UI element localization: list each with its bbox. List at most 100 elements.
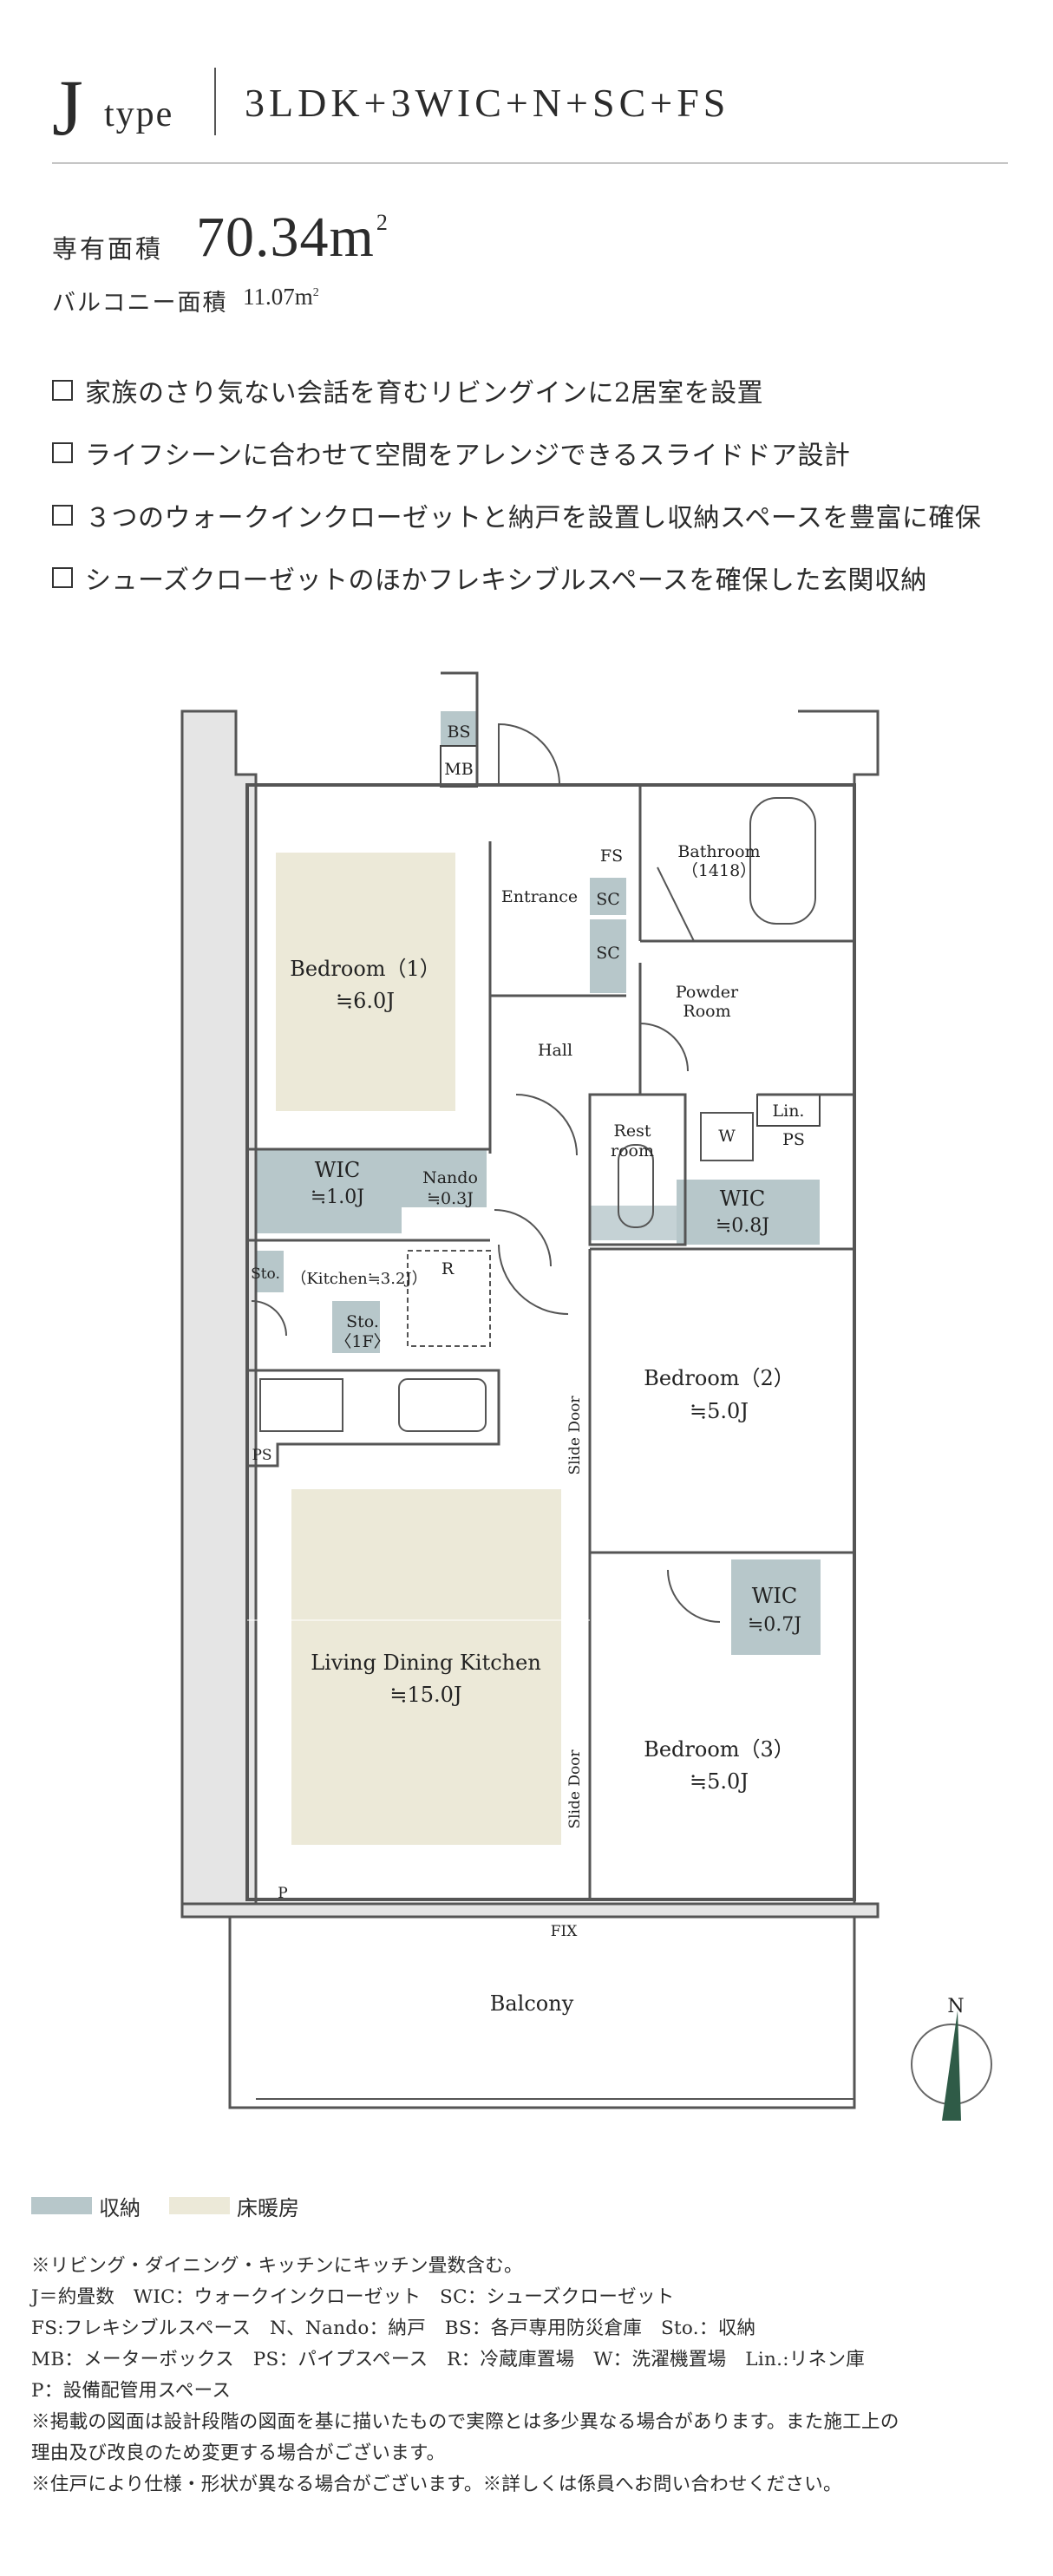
note-line: MB：メーターボックス PS：パイプスペース R：冷蔵庫置場 W：洗濯機置場 L…	[31, 2349, 866, 2370]
slide-door-1-label: Slide Door	[566, 1396, 584, 1475]
note-line: J＝約畳数 WIC：ウォークインクローゼット SC：シューズクローゼット	[31, 2286, 675, 2308]
powder-door	[639, 1023, 689, 1072]
feature-item: ３つのウォークインクローゼットと納戸を設置し収納スペースを豊富に確保	[52, 496, 981, 534]
doors	[251, 722, 721, 1873]
bedroom1-size: ≒6.0J	[336, 989, 395, 1013]
bedroom2-label: Bedroom（2）	[644, 1366, 795, 1390]
hall-label: Hall	[538, 1041, 572, 1060]
ldk-floor-heating	[291, 1489, 561, 1845]
north-arrow-icon	[942, 2010, 961, 2121]
wic3-label: WIC	[752, 1584, 798, 1608]
nando-size: ≒0.3J	[427, 1189, 474, 1208]
balcony-outline	[228, 1917, 856, 2109]
feature-item: 家族のさり気ない会話を育むリビングインに2居室を設置	[52, 371, 763, 409]
wic3-door	[667, 1569, 721, 1623]
rest-storage	[590, 1206, 677, 1240]
wic2-size: ≒0.8J	[716, 1215, 769, 1237]
sc-storage-1	[590, 878, 626, 915]
balcony-label: Balcony	[490, 1991, 574, 2016]
kitchen-door	[498, 1244, 569, 1315]
bathroom-size: （1418）	[682, 861, 756, 880]
legend-storage-swatch	[31, 2197, 92, 2214]
washer	[700, 1112, 754, 1161]
note-line: P：設備配管用スペース	[31, 2380, 232, 2402]
entrance-label: Entrance	[501, 887, 578, 906]
sto1f-storage	[332, 1301, 380, 1353]
bedroom3-size: ≒5.0J	[690, 1769, 749, 1794]
p-label: P	[278, 1885, 287, 1902]
area-label: 専有面積	[52, 234, 164, 264]
balcony-area-number: 11.07m	[243, 284, 313, 310]
note-line: ※リビング・ダイニング・キッチンにキッチン畳数含む。	[31, 2255, 523, 2277]
lin-storage	[756, 1094, 821, 1127]
entrance-door	[498, 722, 560, 786]
storage-areas	[247, 711, 821, 1655]
restroom-wall	[588, 1093, 687, 1246]
area-unit-sup: 2	[376, 210, 389, 235]
header-rule	[52, 162, 1008, 164]
toilet	[618, 1144, 654, 1228]
ldk-size: ≒15.0J	[389, 1683, 461, 1707]
room-labels: BS MB FS Entrance SC SC Bathroom （1418） …	[251, 722, 805, 2016]
checkbox-icon	[52, 505, 73, 526]
restroom-label: Rest	[614, 1121, 651, 1141]
sto1f-label: Sto.	[346, 1312, 379, 1331]
feature-item: ライフシーンに合わせて空間をアレンジできるスライドドア設計	[52, 434, 850, 472]
feature-text: シューズクローゼットのほかフレキシブルスペースを確保した玄関収納	[85, 566, 927, 596]
header-separator	[214, 68, 216, 135]
ldk-label: Living Dining Kitchen	[311, 1651, 541, 1675]
feature-item: シューズクローゼットのほかフレキシブルスペースを確保した玄関収納	[52, 559, 927, 597]
area-value: 70.34m2	[196, 205, 389, 271]
powder-label: Powder	[676, 983, 739, 1002]
slide-door-2-label: Slide Door	[566, 1749, 584, 1829]
restroom-label-2: room	[611, 1141, 654, 1161]
legend-floor-heating-swatch	[169, 2197, 230, 2214]
bathtub	[749, 797, 816, 925]
nando-label: Nando	[422, 1168, 478, 1187]
right-outer-wall	[798, 709, 880, 1906]
hall-door	[515, 1094, 578, 1156]
sc-storage-2	[590, 919, 626, 993]
nando-storage	[402, 1149, 487, 1207]
unit-outline	[245, 783, 856, 1901]
powder-label-2: Room	[683, 1002, 730, 1021]
fridge-space	[407, 1250, 491, 1347]
ps-label-left: PS	[252, 1447, 271, 1464]
wic1-storage	[247, 1149, 402, 1233]
sc-label-2: SC	[596, 944, 620, 963]
ps-label-top: PS	[782, 1130, 805, 1149]
walls	[180, 671, 880, 2109]
fix-label: FIX	[551, 1923, 579, 1940]
legend-floor-heating-label: 床暖房	[237, 2196, 299, 2220]
stove	[259, 1378, 343, 1432]
note-line: 理由及び改良のため変更する場合がございます。	[31, 2442, 446, 2464]
bathroom-door	[657, 866, 695, 942]
feature-text: 家族のさり気ない会話を育むリビングインに2居室を設置	[85, 378, 764, 409]
left-outer-wall	[180, 709, 258, 1906]
fs-label: FS	[600, 847, 623, 866]
floor-heating-areas	[276, 853, 561, 1845]
feature-text: ライフシーンに合わせて空間をアレンジできるスライドドア設計	[85, 441, 851, 471]
bathroom-label: Bathroom	[677, 842, 760, 861]
bedroom3-label: Bedroom（3）	[644, 1737, 795, 1762]
sink	[398, 1378, 487, 1432]
balcony-area-label: バルコニー面積	[52, 290, 228, 317]
sto-label: Sto.	[251, 1265, 280, 1283]
checkbox-icon	[52, 442, 73, 463]
fridge-label: R	[441, 1259, 455, 1278]
bs-wall	[441, 671, 479, 785]
washer-label: W	[718, 1127, 736, 1146]
balcony-wall	[180, 1902, 880, 1919]
wic3-storage	[731, 1559, 821, 1655]
checkbox-icon	[52, 567, 73, 588]
bs-label: BS	[448, 722, 471, 742]
balcony-area-value: 11.07m2	[243, 284, 319, 311]
note-line: ※掲載の図面は設計段階の図面を基に描いたもので実際とは多少異なる場合があります。…	[31, 2411, 899, 2433]
legend-storage-label: 収納	[99, 2196, 141, 2220]
bedroom1-floor-heating	[276, 853, 455, 1111]
plan-composition: 3LDK+3WIC+N+SC+FS	[245, 81, 730, 125]
wic1-size: ≒1.0J	[311, 1187, 364, 1208]
wic1-label: WIC	[315, 1158, 361, 1182]
north-label: N	[947, 1996, 964, 2017]
